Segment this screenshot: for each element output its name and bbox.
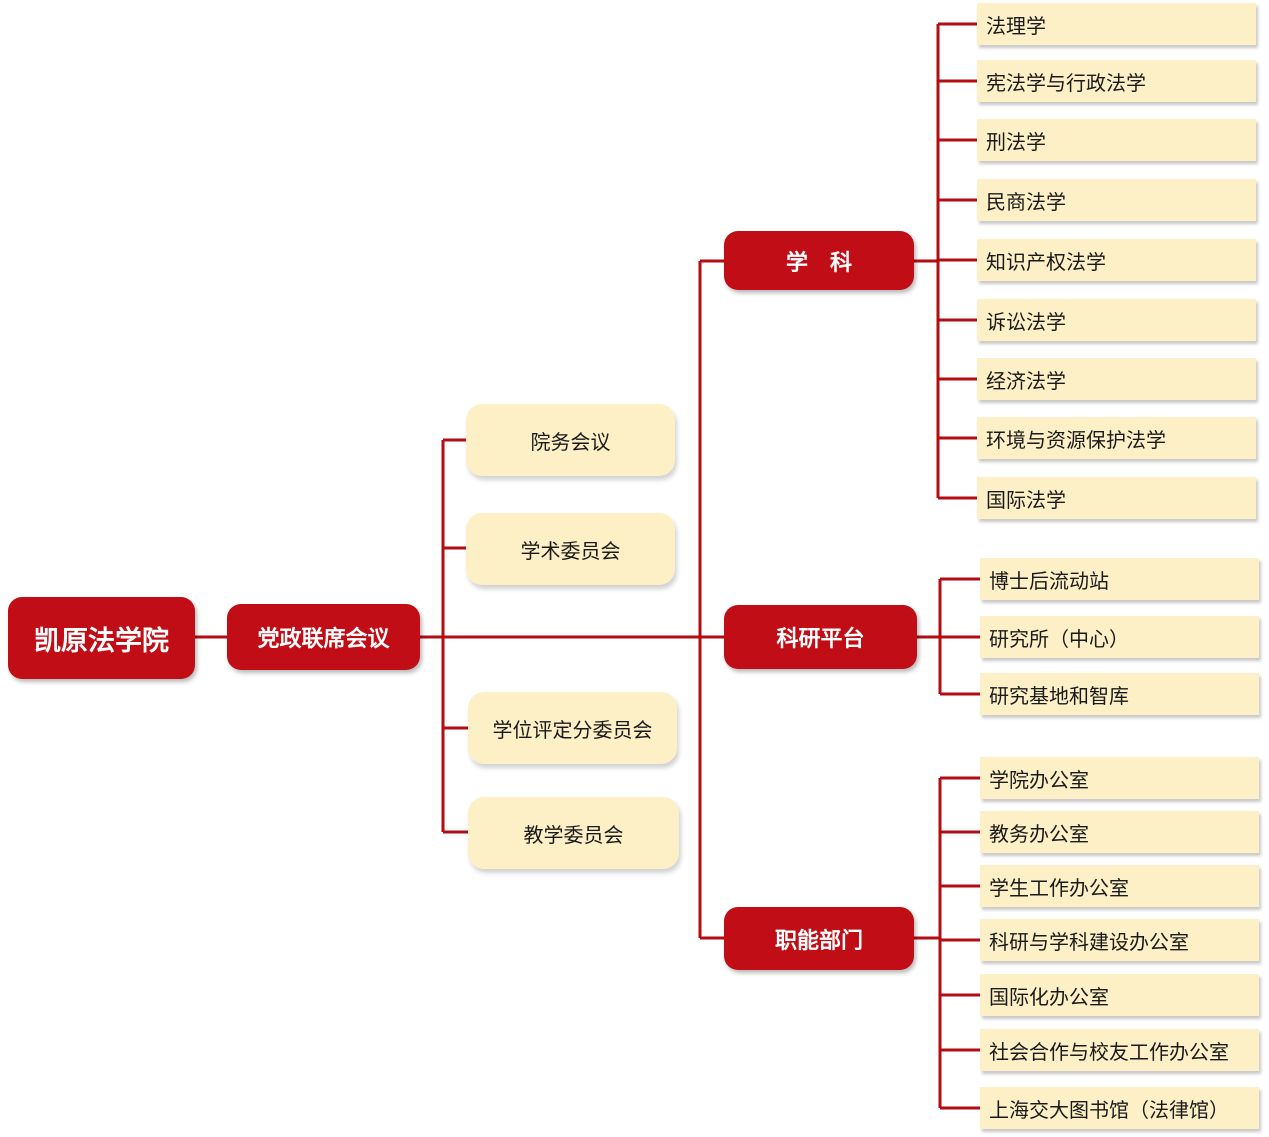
discipline-item: 环境与资源保护法学 — [977, 417, 1256, 459]
category-node-zhineng: 职能部门 — [724, 907, 914, 970]
discipline-item: 民商法学 — [977, 179, 1256, 221]
committee-node: 教学委员会 — [468, 797, 679, 869]
department-item: 科研与学科建设办公室 — [980, 919, 1259, 961]
discipline-item: 宪法学与行政法学 — [977, 60, 1256, 102]
committee-node: 学术委员会 — [466, 513, 675, 585]
department-item: 社会合作与校友工作办公室 — [980, 1029, 1259, 1071]
department-item: 上海交大图书馆（法律馆） — [980, 1087, 1259, 1129]
category-node-keyan: 科研平台 — [724, 605, 917, 669]
council-node: 党政联席会议 — [227, 604, 420, 670]
discipline-item: 国际法学 — [977, 477, 1256, 519]
root-node: 凯原法学院 — [8, 597, 195, 679]
category-node-xueke: 学 科 — [724, 231, 914, 290]
research-platform-item: 研究所（中心） — [980, 616, 1259, 658]
research-platform-item: 博士后流动站 — [980, 558, 1259, 600]
research-platform-item: 研究基地和智库 — [980, 673, 1259, 715]
committee-node: 学位评定分委员会 — [468, 692, 677, 764]
department-item: 教务办公室 — [980, 811, 1259, 853]
discipline-item: 知识产权法学 — [977, 239, 1256, 281]
discipline-item: 经济法学 — [977, 358, 1256, 400]
department-item: 学院办公室 — [980, 757, 1259, 799]
department-item: 国际化办公室 — [980, 974, 1259, 1016]
discipline-item: 刑法学 — [977, 119, 1256, 161]
department-item: 学生工作办公室 — [980, 865, 1259, 907]
discipline-item: 诉讼法学 — [977, 299, 1256, 341]
committee-node: 院务会议 — [466, 404, 675, 476]
discipline-item: 法理学 — [977, 3, 1256, 45]
